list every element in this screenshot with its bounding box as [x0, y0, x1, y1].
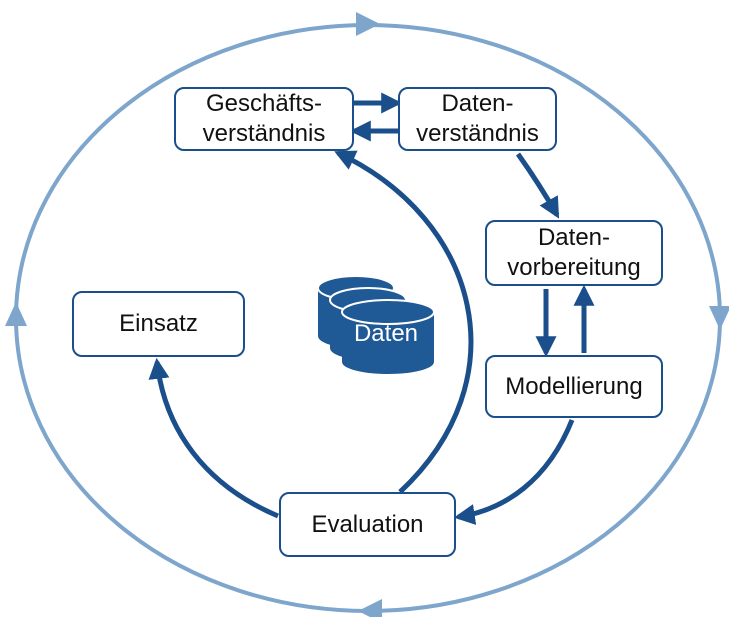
- outer-cycle-arrow-right: [709, 306, 729, 330]
- arrow-modeling-to-evaluation: [453, 419, 575, 525]
- phase-business-understanding[interactable]: Geschäfts- verständnis: [174, 87, 354, 151]
- phase-modeling[interactable]: Modellierung: [485, 355, 663, 418]
- phase-deployment[interactable]: Einsatz: [72, 291, 245, 357]
- arrow-understanding-to-preparation: [515, 152, 560, 219]
- database-stack-icon: [317, 275, 435, 374]
- phase-label-line-2: verständnis: [202, 120, 326, 147]
- phase-label-line-1: Geschäfts-: [205, 90, 323, 117]
- phase-label-line-1: Daten-: [441, 90, 514, 117]
- arrow-evaluation-to-business: [334, 150, 474, 494]
- outer-cycle-arrow-top: [356, 12, 380, 36]
- phase-label: Modellierung: [505, 372, 643, 400]
- phase-evaluation[interactable]: Evaluation: [279, 492, 456, 557]
- phase-label: Evaluation: [311, 510, 424, 538]
- phase-label: Einsatz: [119, 310, 198, 337]
- phase-label-line-2: verständnis: [416, 120, 539, 147]
- outer-cycle-arrow-bottom: [358, 599, 382, 617]
- phase-label-line-2: vorbereitung: [507, 254, 641, 281]
- database-label: Daten: [353, 320, 419, 347]
- arrow-evaluation-to-deployment: [148, 357, 279, 519]
- outer-cycle-arrow-left: [5, 302, 27, 326]
- phase-data-preparation[interactable]: Daten- vorbereitung: [485, 220, 663, 286]
- phase-data-understanding[interactable]: Daten- verständnis: [398, 87, 557, 151]
- phase-label-line-1: Daten-: [537, 224, 611, 251]
